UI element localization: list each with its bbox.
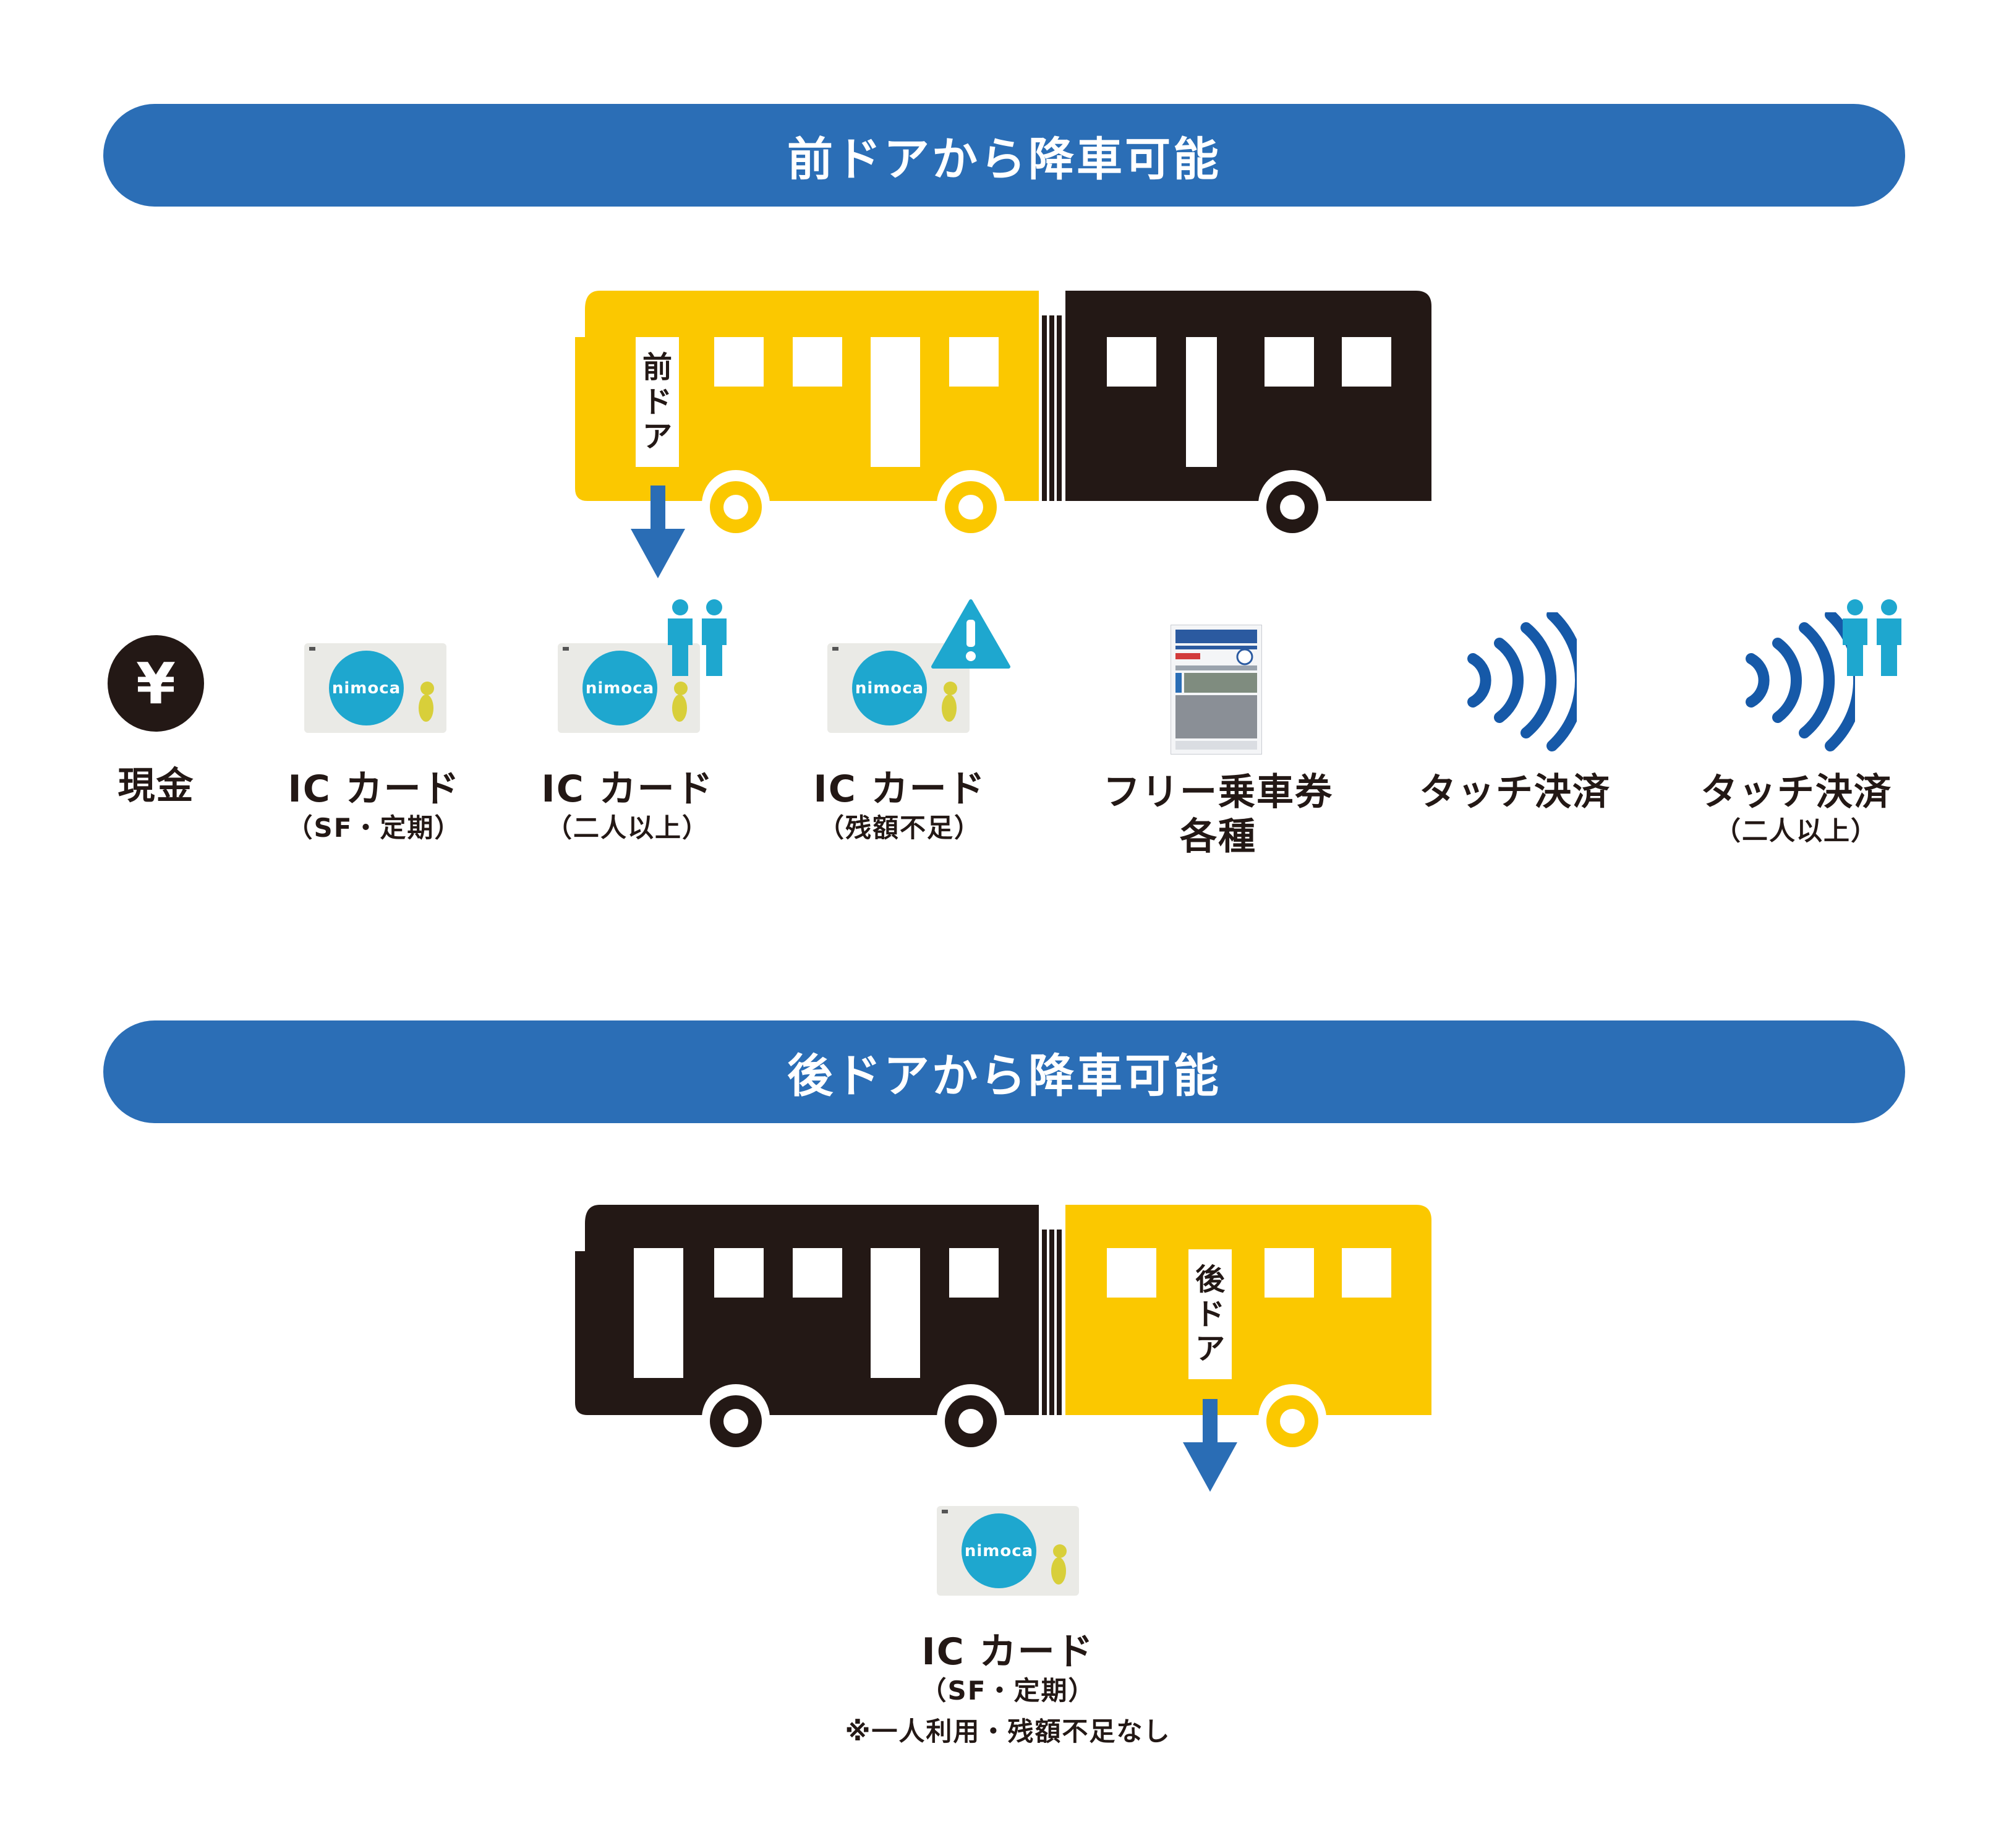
bus-window	[949, 1248, 999, 1298]
bus-window	[1342, 337, 1391, 387]
bus-door-window	[634, 1248, 683, 1378]
rear-exit-arrow-icon	[1183, 1399, 1237, 1492]
bus-window	[714, 1248, 764, 1298]
bus-window	[1107, 337, 1156, 387]
yen-icon: ¥	[108, 635, 204, 732]
rear-door-label: 後 ド ア	[1188, 1249, 1232, 1379]
nimoca-card-warning-icon: nimoca	[827, 643, 970, 733]
front-bus-illustration	[575, 291, 1431, 538]
mascot-icon	[942, 682, 957, 722]
nimoca-card-icon: nimoca	[937, 1506, 1079, 1596]
front-exit-arrow-icon	[631, 486, 685, 578]
two-people-icon	[1843, 599, 1901, 676]
touch-payment-two-people-icon	[1746, 612, 1855, 751]
mascot-icon	[672, 682, 688, 722]
bus-window	[714, 337, 764, 387]
bus-front-car	[575, 291, 1039, 501]
bus-window	[1342, 1248, 1391, 1298]
bus-window	[1265, 1248, 1314, 1298]
bus-window	[1265, 337, 1314, 387]
method-label-ic-card: IC カード （SF・定期）	[286, 768, 462, 843]
bus-rear-car	[1065, 291, 1431, 501]
bus-window	[793, 337, 842, 387]
two-people-icon	[668, 599, 727, 676]
nimoca-logo: nimoca	[582, 651, 657, 725]
bus-window	[793, 1248, 842, 1298]
touch-payment-icon	[1467, 612, 1577, 751]
front-door-label: 前 ド ア	[636, 337, 679, 467]
rear-bus-illustration	[575, 1205, 1431, 1452]
nimoca-logo: nimoca	[329, 651, 404, 725]
method-label-touch-payment-two-people: タッチ決済 （二人以上）	[1700, 771, 1892, 846]
method-label-cash: 現金	[117, 764, 195, 808]
bus-window	[1107, 1248, 1156, 1298]
free-pass-ticket-icon	[1171, 625, 1262, 755]
nimoca-card-icon: nimoca	[304, 643, 446, 733]
bus-door-window	[871, 1248, 920, 1378]
bus-front-car	[575, 1205, 1039, 1415]
rear-method-note: ※一人利用・残額不足なし	[845, 1716, 1171, 1747]
warning-icon	[931, 599, 1010, 669]
rear-door-banner-text: 後ドアから降車可能	[787, 1049, 1221, 1103]
mascot-icon	[419, 682, 434, 722]
svg-text:¥: ¥	[136, 651, 176, 717]
method-label-ic-card-two-people: IC カード （二人以上）	[541, 768, 714, 843]
front-door-banner-text: 前ドアから降車可能	[787, 132, 1221, 186]
bus-window	[949, 337, 999, 387]
rear-door-banner: 後ドアから降車可能	[103, 1020, 1905, 1123]
method-label-touch-payment: タッチ決済	[1419, 771, 1611, 814]
front-door-banner: 前ドアから降車可能	[103, 104, 1905, 207]
nimoca-logo: nimoca	[852, 651, 927, 725]
rear-method-label-ic-card: IC カード （SF・定期） ※一人利用・残額不足なし	[804, 1630, 1212, 1748]
bus-door-window	[871, 337, 920, 467]
bus-rear-car	[1065, 1205, 1431, 1415]
method-label-free-pass: フリー乗車券 各種	[1103, 771, 1333, 858]
method-label-ic-card-low-balance: IC カード （残額不足）	[813, 768, 986, 843]
mascot-icon	[1051, 1544, 1067, 1585]
nimoca-logo: nimoca	[962, 1513, 1036, 1588]
bus-door-window	[1186, 337, 1217, 467]
